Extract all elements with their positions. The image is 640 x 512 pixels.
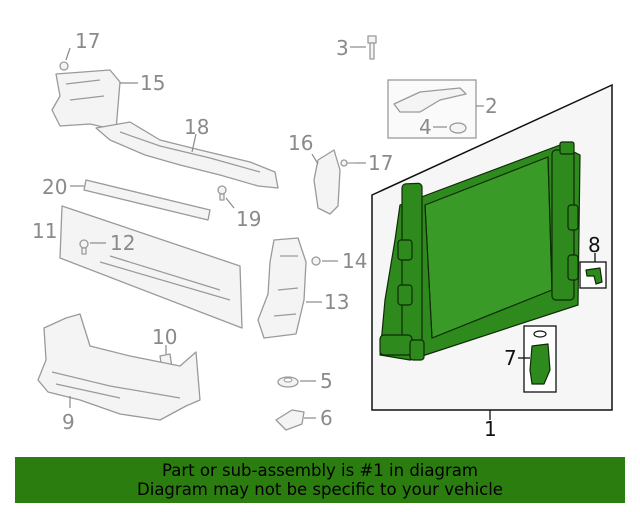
- banner-line-1: Part or sub-assembly is #1 in diagram: [162, 461, 478, 480]
- callout-16: 16: [288, 131, 313, 155]
- part-19-fastener[interactable]: [217, 185, 227, 201]
- part-17-fastener-top[interactable]: [59, 61, 69, 71]
- callout-5: 5: [320, 369, 333, 393]
- callout-13: 13: [324, 290, 349, 314]
- part-17-fastener-right[interactable]: [340, 159, 356, 167]
- parts-diagram: 8 7 1 2 4 3 17 15 18 20 19: [32, 29, 613, 441]
- part-2-bracket[interactable]: [393, 87, 467, 113]
- callout-18: 18: [184, 115, 209, 139]
- part-18-baffle[interactable]: [95, 121, 279, 189]
- part-11-panel[interactable]: [59, 205, 243, 329]
- part-13-air-deflector[interactable]: [257, 237, 307, 339]
- callout-17b: 17: [368, 151, 393, 175]
- callout-14: 14: [342, 249, 367, 273]
- callout-8: 8: [588, 233, 601, 257]
- callout-20: 20: [42, 175, 67, 199]
- part-20-seal[interactable]: [83, 179, 211, 221]
- callout-6: 6: [320, 406, 333, 430]
- callout-17a: 17: [75, 29, 100, 53]
- callout-4: 4: [419, 115, 432, 139]
- part-6-gasket[interactable]: [275, 409, 305, 431]
- part-15-deflector[interactable]: [51, 69, 121, 131]
- info-banner: Part or sub-assembly is #1 in diagram Di…: [15, 457, 625, 503]
- callout-2: 2: [485, 94, 498, 118]
- callout-12: 12: [110, 231, 135, 255]
- callout-9: 9: [62, 410, 75, 434]
- part-16-bracket[interactable]: [313, 149, 341, 215]
- banner-line-2: Diagram may not be specific to your vehi…: [137, 480, 503, 499]
- callout-7: 7: [504, 346, 517, 370]
- callout-10: 10: [152, 325, 177, 349]
- part-5-grommet[interactable]: [277, 376, 299, 388]
- part-3-bolt[interactable]: [367, 35, 377, 60]
- part-8-clip[interactable]: [585, 267, 603, 285]
- part-9-lower-shield[interactable]: [37, 313, 201, 421]
- part-4-grommet[interactable]: [449, 122, 467, 134]
- radiator-highlighted[interactable]: [379, 141, 581, 361]
- callout-19: 19: [236, 207, 261, 231]
- part-7-drain-plug[interactable]: [529, 330, 551, 385]
- callout-15: 15: [140, 71, 165, 95]
- callout-1: 1: [484, 417, 497, 441]
- callout-3: 3: [336, 36, 349, 60]
- callout-11: 11: [32, 219, 57, 243]
- part-14-clip[interactable]: [311, 256, 321, 266]
- part-12-clip[interactable]: [79, 239, 89, 255]
